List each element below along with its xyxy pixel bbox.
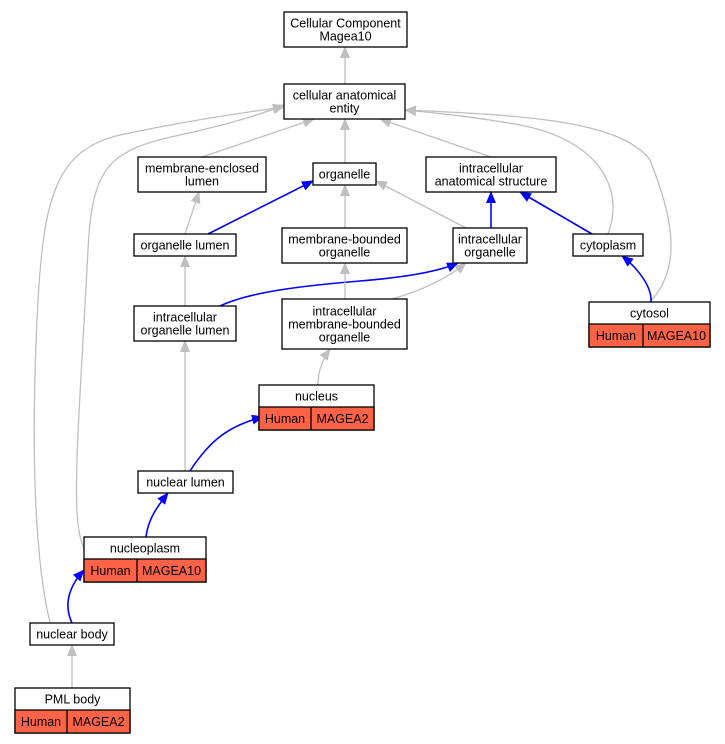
annotation-gene: MAGEA10 (647, 329, 706, 343)
annotation-row (14, 709, 131, 734)
edge-is-a-imbo-to-io (391, 262, 467, 300)
annotation-row (588, 323, 711, 348)
edge-is-a-nplasm-to-cae (75, 104, 285, 549)
annotation-gene: MAGEA2 (72, 715, 124, 729)
node-label: PML body (45, 693, 102, 707)
node-org[interactable]: organelle (312, 162, 377, 186)
node-label: organelle lumen (141, 239, 230, 253)
annotation-species: Human (21, 715, 61, 729)
node-label: nucleus (295, 390, 338, 404)
node-label: nucleoplasm (110, 542, 180, 556)
node-box (281, 227, 408, 264)
node-box (283, 83, 406, 120)
node-nlumen[interactable]: nuclear lumen (137, 470, 234, 494)
node-label: organelle (319, 331, 370, 345)
node-label: cytoplasm (580, 239, 636, 253)
edge-is-a-orl-to-mel (184, 191, 201, 235)
node-box (425, 156, 557, 193)
node-label: nuclear lumen (146, 476, 225, 490)
node-label: organelle lumen (141, 324, 230, 338)
edge-part-of-orl-to-org (207, 180, 314, 235)
edge-part-of-iol-to-io (219, 262, 459, 307)
node-label: intracellular (313, 305, 377, 319)
annotation-gene: MAGEA10 (142, 564, 201, 578)
node-label: intracellular (459, 162, 523, 176)
edge-part-of-nbody-to-nplasm (67, 569, 85, 624)
node-orl[interactable]: organelle lumen (133, 233, 237, 257)
edge-part-of-nplasm-to-nlumen (145, 492, 169, 538)
node-box (572, 233, 644, 257)
edge-is-a-nucleus-to-imbo (317, 348, 331, 386)
edge-part-of-nlumen-to-nucleus (189, 414, 264, 472)
node-label: Cellular Component (290, 17, 401, 31)
node-label: entity (330, 102, 361, 116)
annotation-species: Human (265, 412, 305, 426)
edge-part-of-cytosol-to-cyto (621, 255, 652, 303)
edge-is-a-mel-to-cae (201, 117, 315, 158)
node-label: Magea10 (319, 30, 371, 44)
annotation-gene: MAGEA2 (316, 412, 368, 426)
node-label: anatomical structure (435, 175, 548, 189)
node-cyto[interactable]: cytoplasm (572, 233, 644, 257)
node-box (283, 11, 408, 48)
edge-is-a-ias-to-cae (379, 117, 492, 158)
node-box (137, 470, 234, 494)
node-box (452, 227, 528, 264)
annotation-row (83, 558, 207, 583)
annotation-species: Human (596, 329, 636, 343)
node-label: intracellular (458, 233, 522, 247)
edge-layer (33, 46, 672, 688)
node-label: nuclear body (36, 628, 108, 642)
annotation-row (258, 406, 375, 431)
edge-is-a-io-to-org (375, 180, 467, 229)
node-label: cytosol (630, 307, 669, 321)
node-box (133, 233, 237, 257)
node-label: cellular anatomical (293, 89, 397, 103)
node-box (281, 298, 408, 350)
node-label: membrane-bounded (288, 318, 401, 332)
node-label: membrane-bounded (288, 233, 401, 247)
node-box (137, 156, 267, 193)
node-box (29, 622, 115, 646)
node-label: organelle (319, 246, 370, 260)
node-label: lumen (185, 175, 219, 189)
edge-part-of-cyto-to-ias (519, 191, 593, 235)
node-label: membrane-enclosed (145, 162, 259, 176)
annotation-species: Human (90, 564, 130, 578)
node-label: organelle (319, 168, 370, 182)
edge-is-a-cyto-to-cae (404, 106, 614, 235)
node-label: organelle (464, 246, 515, 260)
node-label: intracellular (153, 311, 217, 325)
node-box (133, 305, 237, 342)
node-box (312, 162, 377, 186)
node-nbody[interactable]: nuclear body (29, 622, 115, 646)
edge-is-a-nbody-to-cae (33, 103, 285, 624)
edge-is-a-cytosol-to-cae (404, 105, 672, 303)
